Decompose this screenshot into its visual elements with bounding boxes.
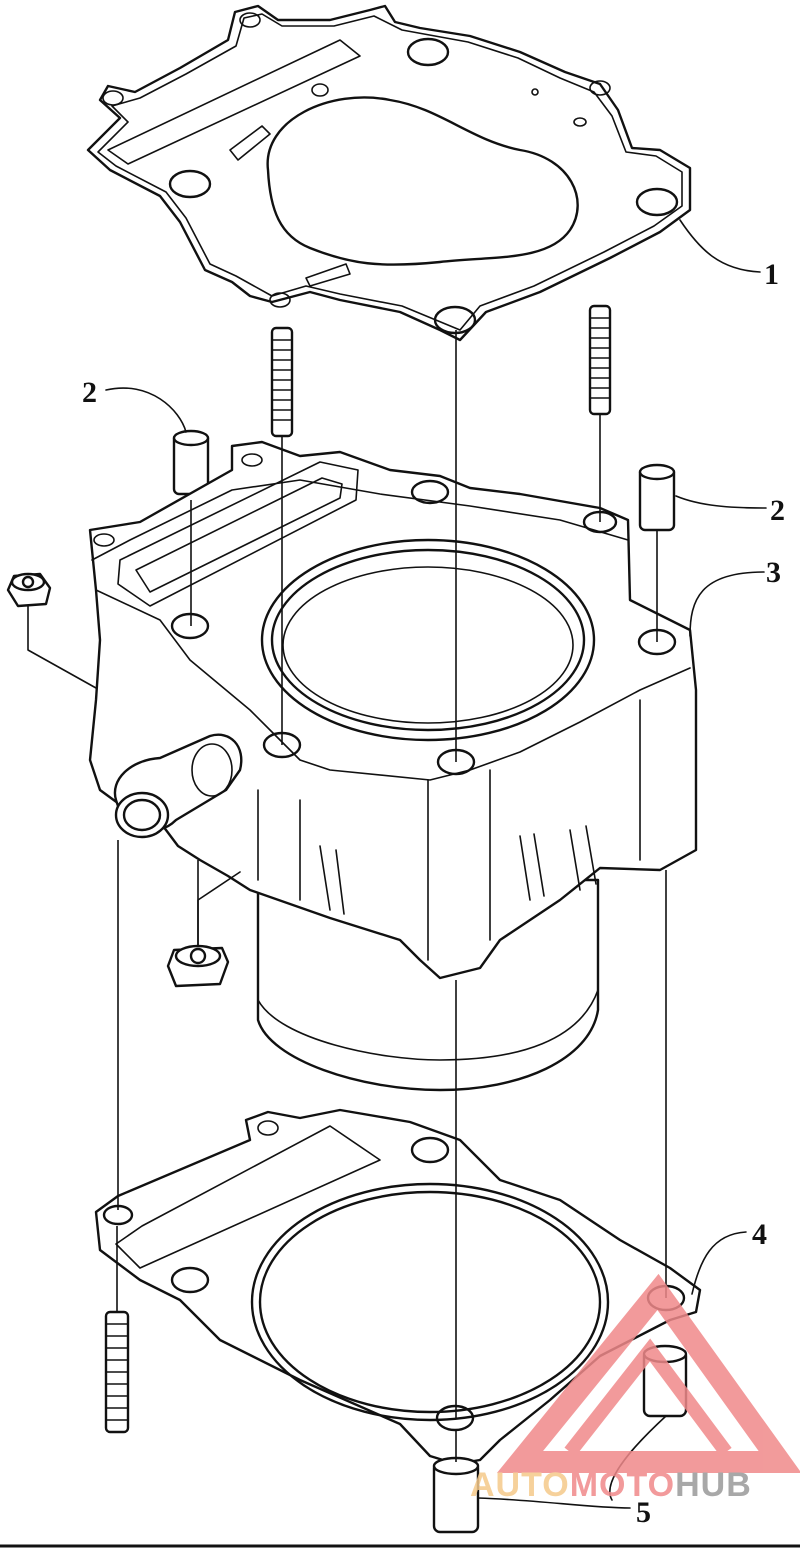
callout-2-left: 2 — [82, 376, 97, 409]
watermark-auto: AUTO — [470, 1466, 570, 1504]
dowel-pin-left — [172, 429, 210, 496]
watermark-triangle — [496, 1273, 800, 1473]
head-gasket — [86, 4, 692, 342]
stud-rear-right — [588, 304, 612, 416]
flange-nut-lower — [166, 944, 230, 988]
callouts: 1 2 2 3 4 5 — [82, 258, 785, 1529]
flange-nut-left — [6, 572, 52, 608]
svg-text:AUTOMOTOHUB: AUTOMOTOHUB — [470, 1466, 752, 1504]
dowel-pin-right — [638, 463, 676, 532]
automotohub-watermark: AUTOMOTOHUB — [470, 1273, 800, 1504]
cylinder-block — [88, 440, 698, 1092]
callout-5: 5 — [636, 1496, 651, 1529]
callout-3: 3 — [766, 556, 781, 589]
callout-1: 1 — [764, 258, 779, 291]
callout-4: 4 — [752, 1218, 767, 1251]
base-gasket — [94, 1108, 702, 1466]
callout-2-right: 2 — [770, 494, 785, 527]
watermark-moto: MOTO — [570, 1466, 675, 1504]
stud-front-left — [270, 326, 294, 438]
watermark-hub: HUB — [675, 1466, 752, 1504]
alignment-lines — [116, 330, 667, 1462]
stud-bottom-left — [104, 1310, 130, 1434]
